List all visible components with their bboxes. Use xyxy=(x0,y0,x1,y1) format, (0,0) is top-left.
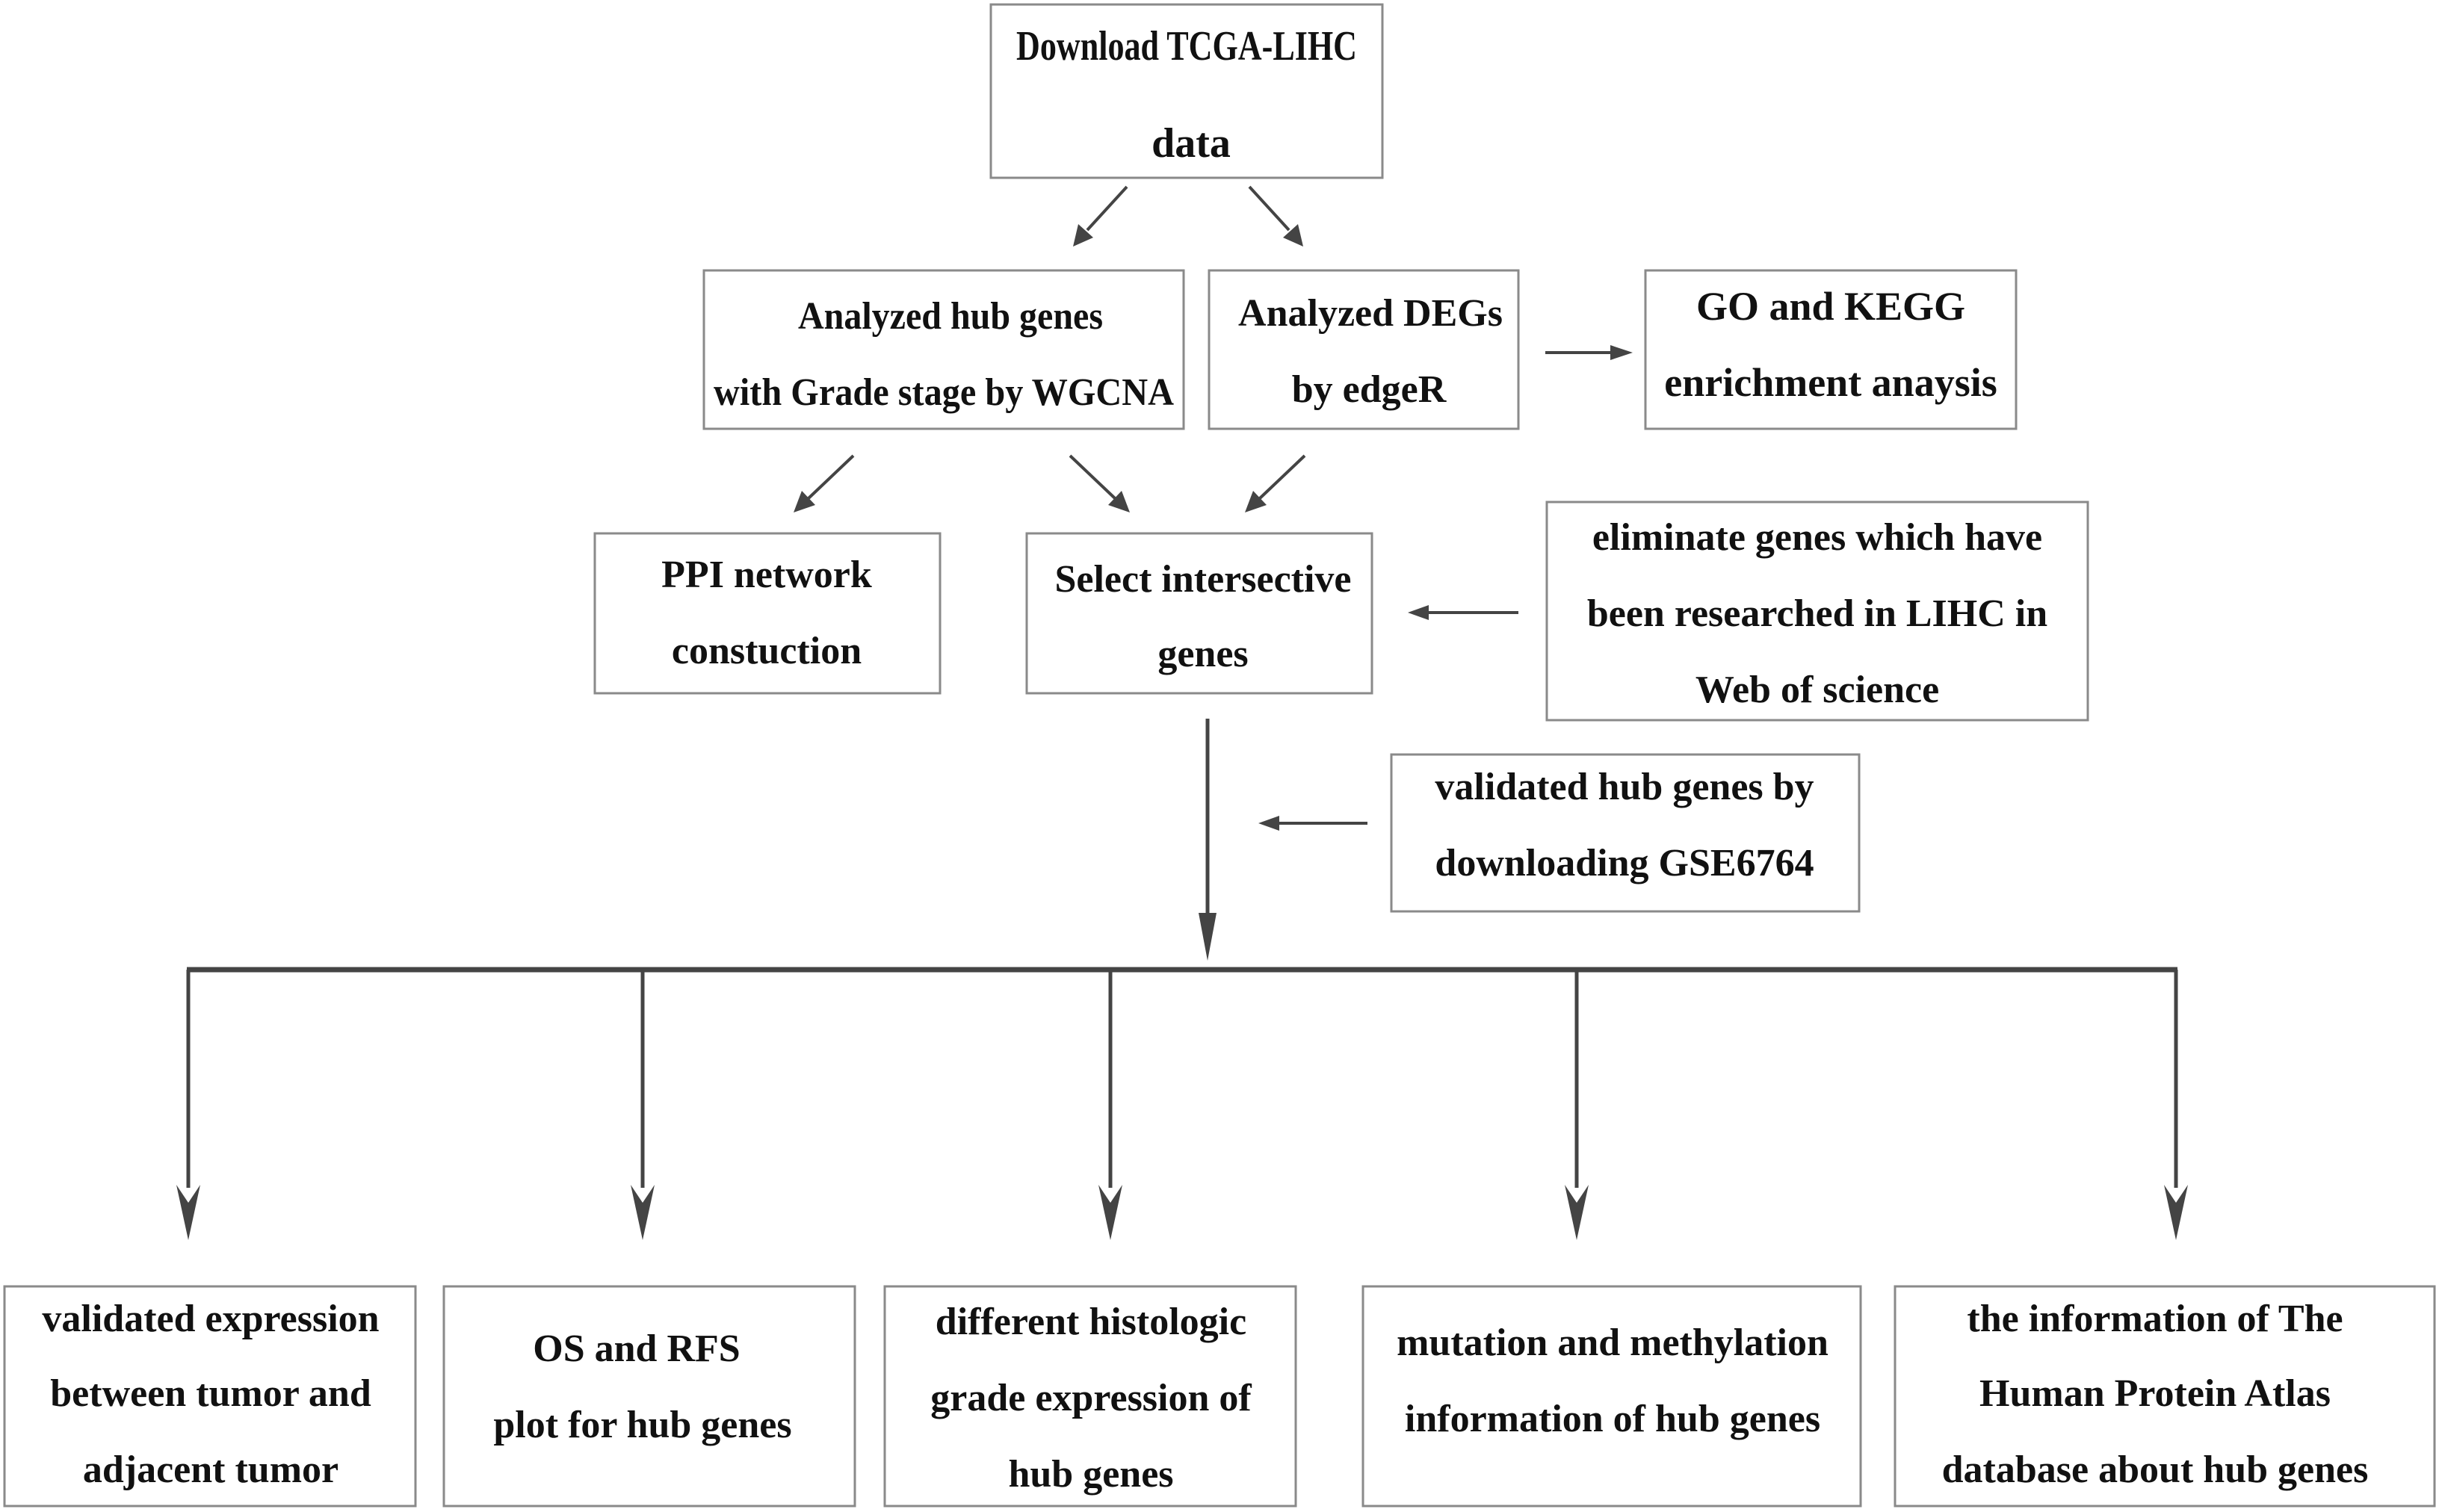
node-out-os-rfs-line-1: OS and RFS xyxy=(533,1327,740,1370)
node-out-mutation: mutation and methylation information of … xyxy=(1361,1285,1862,1508)
node-out-os-rfs: OS and RFS plot for hub genes xyxy=(442,1285,856,1508)
arrowhead-icon xyxy=(1245,491,1267,512)
node-eliminate-line-1: eliminate genes which have xyxy=(1592,516,2042,559)
node-eliminate-line-3: Web of science xyxy=(1695,669,1939,711)
node-out-hpa: the information of The Human Protein Atl… xyxy=(1894,1285,2436,1508)
node-degs-box xyxy=(1208,269,1520,430)
edge-wgcna-to-ppi xyxy=(807,454,855,500)
node-out-mutation-line-1: mutation and methylation xyxy=(1397,1322,1829,1364)
node-out-mutation-box xyxy=(1361,1285,1862,1508)
node-download-line-1: Download TCGA-LIHC xyxy=(1016,23,1357,69)
edges xyxy=(176,185,2188,1240)
arrowhead-icon xyxy=(2164,1185,2188,1240)
node-validated-gse: validated hub genes by downloading GSE67… xyxy=(1390,753,1861,913)
edge-wgcna-to-intersect xyxy=(1069,454,1116,500)
node-validated-gse-line-1: validated hub genes by xyxy=(1435,766,1814,808)
node-out-histologic-line-2: grade expression of xyxy=(930,1377,1252,1419)
node-degs-line-1: Analyzed DEGs xyxy=(1238,292,1503,335)
node-out-histologic-line-1: different histologic xyxy=(936,1301,1246,1343)
node-intersect: Select intersective genes xyxy=(1025,532,1373,695)
node-out-expression-line-1: validated expression xyxy=(42,1298,379,1340)
node-intersect-box xyxy=(1025,532,1373,695)
node-go-kegg-line-1: GO and KEGG xyxy=(1696,284,1965,329)
node-eliminate-line-2: been researched in LIHC in xyxy=(1587,592,2047,635)
arrowhead-icon xyxy=(1199,913,1217,961)
node-eliminate: eliminate genes which have been research… xyxy=(1545,501,2089,722)
node-out-expression-line-3: adjacent tumor xyxy=(83,1449,339,1491)
arrowhead-icon xyxy=(631,1185,655,1240)
node-wgcna-line-1: Analyzed hub genes xyxy=(798,295,1103,338)
arrowhead-icon xyxy=(176,1185,200,1240)
node-go-kegg: GO and KEGG enrichment anaysis xyxy=(1644,269,2018,430)
node-validated-gse-line-2: downloading GSE6764 xyxy=(1435,842,1814,884)
node-intersect-line-1: Select intersective xyxy=(1054,558,1351,601)
node-ppi: PPI network constuction xyxy=(593,532,942,695)
arrowhead-icon xyxy=(1108,491,1130,512)
edge-degs-to-intersect xyxy=(1258,454,1306,500)
node-ppi-line-1: PPI network xyxy=(661,554,872,596)
node-out-expression-line-2: between tumor and xyxy=(50,1372,371,1415)
node-out-mutation-line-2: information of hub genes xyxy=(1405,1398,1820,1440)
node-validated-gse-box xyxy=(1390,753,1861,913)
edge-download-to-degs xyxy=(1248,185,1290,232)
node-out-hpa-line-1: the information of The xyxy=(1967,1298,2343,1340)
node-out-expression-box xyxy=(3,1285,417,1508)
node-eliminate-box xyxy=(1545,501,2089,722)
node-out-hpa-line-3: database about hub genes xyxy=(1942,1449,2369,1491)
node-go-kegg-box xyxy=(1644,269,2018,430)
node-out-os-rfs-box xyxy=(442,1285,856,1508)
node-out-histologic-box xyxy=(883,1285,1297,1508)
node-out-histologic: different histologic grade expression of… xyxy=(883,1285,1297,1508)
node-go-kegg-line-2: enrichment anaysis xyxy=(1664,360,1997,405)
node-ppi-box xyxy=(593,532,942,695)
node-out-os-rfs-line-2: plot for hub genes xyxy=(493,1404,791,1446)
node-out-histologic-line-3: hub genes xyxy=(1008,1453,1173,1496)
arrowhead-icon xyxy=(1073,224,1093,247)
node-intersect-line-2: genes xyxy=(1157,633,1248,675)
node-download: Download TCGA-LIHC data xyxy=(989,3,1384,179)
node-wgcna: Analyzed hub genes with Grade stage by W… xyxy=(702,269,1185,430)
node-download-line-2: data xyxy=(1152,120,1231,167)
arrowhead-icon xyxy=(1258,816,1279,831)
edge-download-to-wgcna xyxy=(1086,185,1128,232)
node-degs-line-2: by edgeR xyxy=(1292,368,1447,411)
node-out-hpa-box xyxy=(1894,1285,2436,1508)
node-wgcna-line-2: with Grade stage by WGCNA xyxy=(714,371,1174,414)
arrowhead-icon xyxy=(1565,1185,1589,1240)
node-download-box xyxy=(989,3,1384,179)
arrowhead-icon xyxy=(794,491,815,512)
arrowhead-icon xyxy=(1098,1185,1122,1240)
node-degs: Analyzed DEGs by edgeR xyxy=(1208,269,1520,430)
arrowhead-icon xyxy=(1610,345,1633,360)
node-ppi-line-2: constuction xyxy=(672,630,862,672)
arrowhead-icon xyxy=(1408,605,1429,620)
node-out-hpa-line-2: Human Protein Atlas xyxy=(1979,1372,2331,1415)
node-wgcna-box xyxy=(702,269,1185,430)
arrowhead-icon xyxy=(1283,224,1303,247)
node-out-expression: validated expression between tumor and a… xyxy=(3,1285,417,1508)
